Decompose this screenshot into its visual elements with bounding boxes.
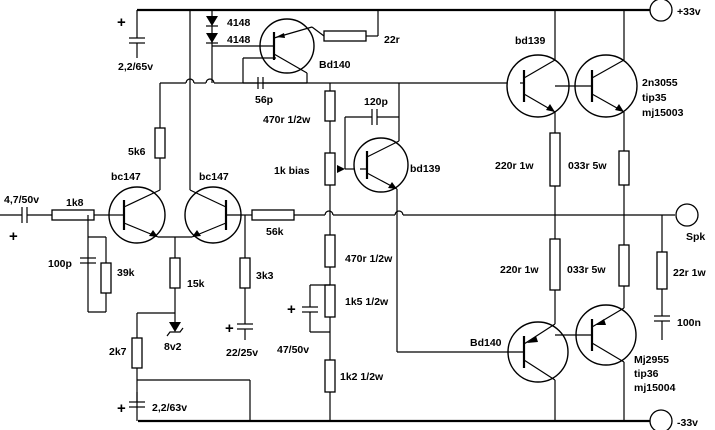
resistor-15k	[169, 257, 181, 289]
r-2k7-label: 2k7	[109, 346, 127, 358]
r-033-bot-label: 033r 5w	[567, 264, 606, 276]
c-22-25-plus: +	[225, 320, 234, 337]
c-100p-label: 100p	[48, 258, 72, 270]
q1-label: bc147	[111, 171, 141, 183]
resistor-39k	[100, 262, 112, 294]
r-56k-label: 56k	[266, 226, 284, 238]
c-56p-label: 56p	[255, 94, 273, 106]
zener-8v2	[169, 322, 181, 332]
c-22-25-label: 22/25v	[226, 347, 258, 359]
c-100n-label: 100n	[677, 317, 701, 329]
r-3k3-label: 3k3	[256, 270, 274, 282]
transistor-q4	[353, 137, 409, 193]
r-in-label: 1k8	[66, 197, 84, 209]
resistor-1k5	[324, 284, 336, 318]
diode-d2	[206, 33, 218, 43]
r-39k-label: 39k	[117, 267, 135, 279]
resistor-22r-1w	[656, 251, 668, 290]
resistor-220r-top	[549, 132, 561, 187]
q8-label-3: mj15004	[634, 382, 676, 394]
r-470-bot-label: 470r 1/2w	[345, 253, 393, 265]
resistor-033r-bottom	[618, 244, 630, 287]
diode-1-label: 4148	[227, 17, 251, 29]
potentiometer-1k-bias	[324, 152, 336, 186]
c-in-label: 4,7/50v	[4, 194, 39, 206]
r-5k6-label: 5k6	[128, 146, 146, 158]
resistor-033r-top	[618, 150, 630, 186]
speaker-label: Spk	[686, 231, 705, 243]
c-2-2-63-plus: +	[117, 400, 126, 417]
q4-label: bd139	[410, 163, 441, 175]
c-in-plus: +	[9, 228, 18, 245]
negative-rail-label: -33v	[677, 417, 698, 429]
positive-terminal	[649, 0, 673, 22]
c-47-50-plus: +	[287, 301, 296, 318]
resistor-5k6	[154, 127, 166, 159]
c-2-2-65-plus: +	[117, 14, 126, 31]
resistor-3k3	[239, 257, 251, 289]
q6-label-2: tip35	[642, 92, 667, 104]
r-033-top-label: 033r 5w	[568, 160, 607, 172]
positive-rail-label: +33v	[677, 6, 701, 18]
speaker-terminal	[675, 203, 699, 227]
q5-label: bd139	[515, 35, 546, 47]
r-15k-label: 15k	[187, 278, 205, 290]
c-120p-label: 120p	[364, 96, 388, 108]
r-220-top-label: 220r 1w	[495, 160, 534, 172]
c-2-2-65-label: 2,2/65v	[118, 61, 153, 73]
resistor-1k2	[324, 359, 336, 393]
resistor-56k	[251, 209, 295, 221]
bias-pot-label: 1k bias	[274, 165, 310, 177]
negative-terminal	[649, 409, 673, 430]
c-47-50-label: 47/50v	[277, 344, 309, 356]
diode-d1	[206, 16, 218, 26]
q8-label-1: Mj2955	[634, 354, 669, 366]
resistor-22r	[323, 30, 367, 42]
diode-2-label: 4148	[227, 34, 251, 46]
q7-label: Bd140	[470, 337, 502, 349]
r-220-bot-label: 220r 1w	[500, 264, 539, 276]
q3-label: Bd140	[319, 59, 351, 71]
zener-label: 8v2	[164, 341, 182, 353]
q6-label-3: mj15003	[642, 107, 684, 119]
c-2-2-63-label: 2,2/63v	[152, 402, 187, 414]
r-22r-1w-label: 22r 1w	[673, 267, 707, 279]
resistor-2k7	[131, 337, 143, 369]
q6-label-1: 2n3055	[642, 77, 678, 89]
resistor-470r-bottom	[324, 234, 336, 268]
r-1k2-label: 1k2 1/2w	[340, 371, 384, 383]
r-22r-label: 22r	[384, 34, 400, 46]
resistor-220r-bottom	[549, 238, 561, 291]
q8-label-2: tip36	[634, 368, 659, 380]
resistor-470r-top	[324, 90, 336, 122]
q2-label: bc147	[199, 171, 229, 183]
r-470-top-label: 470r 1/2w	[263, 114, 311, 126]
r-1k5-label: 1k5 1/2w	[345, 296, 389, 308]
